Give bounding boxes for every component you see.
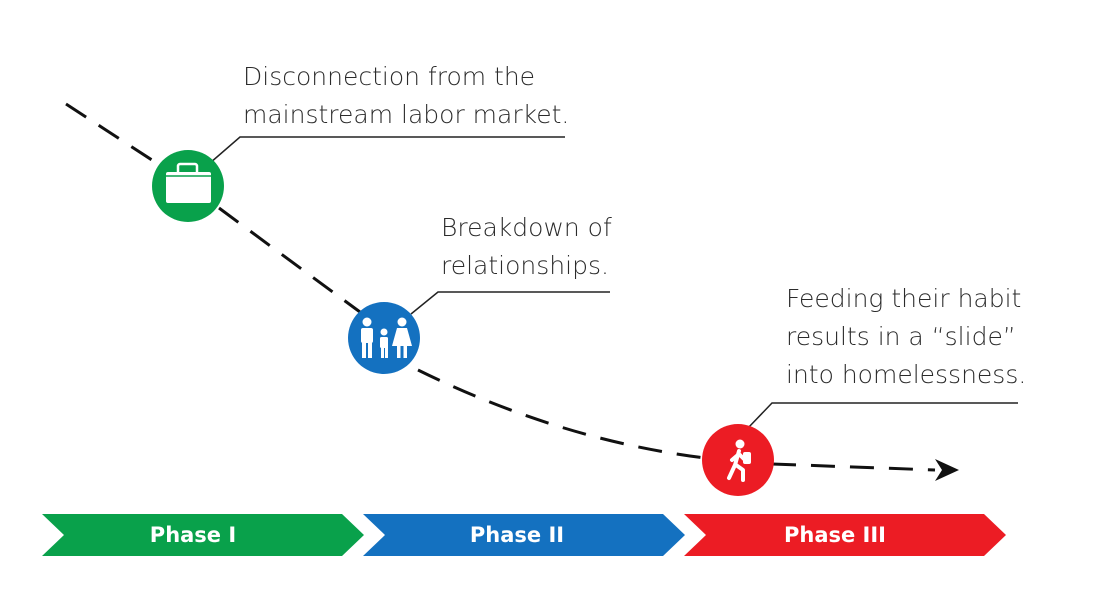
phase-1-chevron [42, 514, 364, 556]
phase-2-segment: Phase II [363, 514, 685, 556]
phase-3-chevron [684, 514, 1006, 556]
phase-2-chevron [363, 514, 685, 556]
trajectory-curve [65, 102, 936, 472]
event-2-caption-line: relationships. [441, 251, 609, 280]
phase-1-segment: Phase I [42, 514, 364, 556]
phase-bar: Phase I Phase II Phase III [42, 514, 1006, 556]
event-2-marker [348, 302, 420, 374]
event-3-caption-line: results in a “slide” [786, 322, 1016, 351]
event-3-caption-line: into homelessness. [786, 360, 1027, 389]
event-3-marker [702, 424, 774, 496]
trajectory-arrowhead [935, 459, 959, 481]
phase-3-label: Phase III [784, 523, 886, 547]
event-3-caption-line: Feeding their habit [786, 284, 1022, 313]
event-3-caption: Feeding their habit results in a “slide”… [786, 280, 1026, 394]
event-2-leader-line [410, 291, 610, 315]
event-1-caption-line: Disconnection from the [243, 62, 536, 91]
event-1-caption: Disconnection from the mainstream labor … [243, 58, 569, 134]
walking-person-icon [727, 439, 751, 482]
event-2-caption: Breakdown of relationships. [441, 209, 612, 285]
event-3-leader-line [747, 402, 1018, 429]
family-icon [361, 317, 412, 358]
event-2-caption-line: Breakdown of [441, 213, 612, 242]
event-1-caption-line: mainstream labor market. [243, 100, 570, 129]
phase-1-label: Phase I [150, 523, 236, 547]
event-1-leader-line [209, 136, 565, 164]
briefcase-icon [166, 162, 211, 203]
phase-3-segment: Phase III [684, 514, 1006, 556]
event-1-marker [152, 150, 224, 222]
phase-2-label: Phase II [470, 523, 564, 547]
